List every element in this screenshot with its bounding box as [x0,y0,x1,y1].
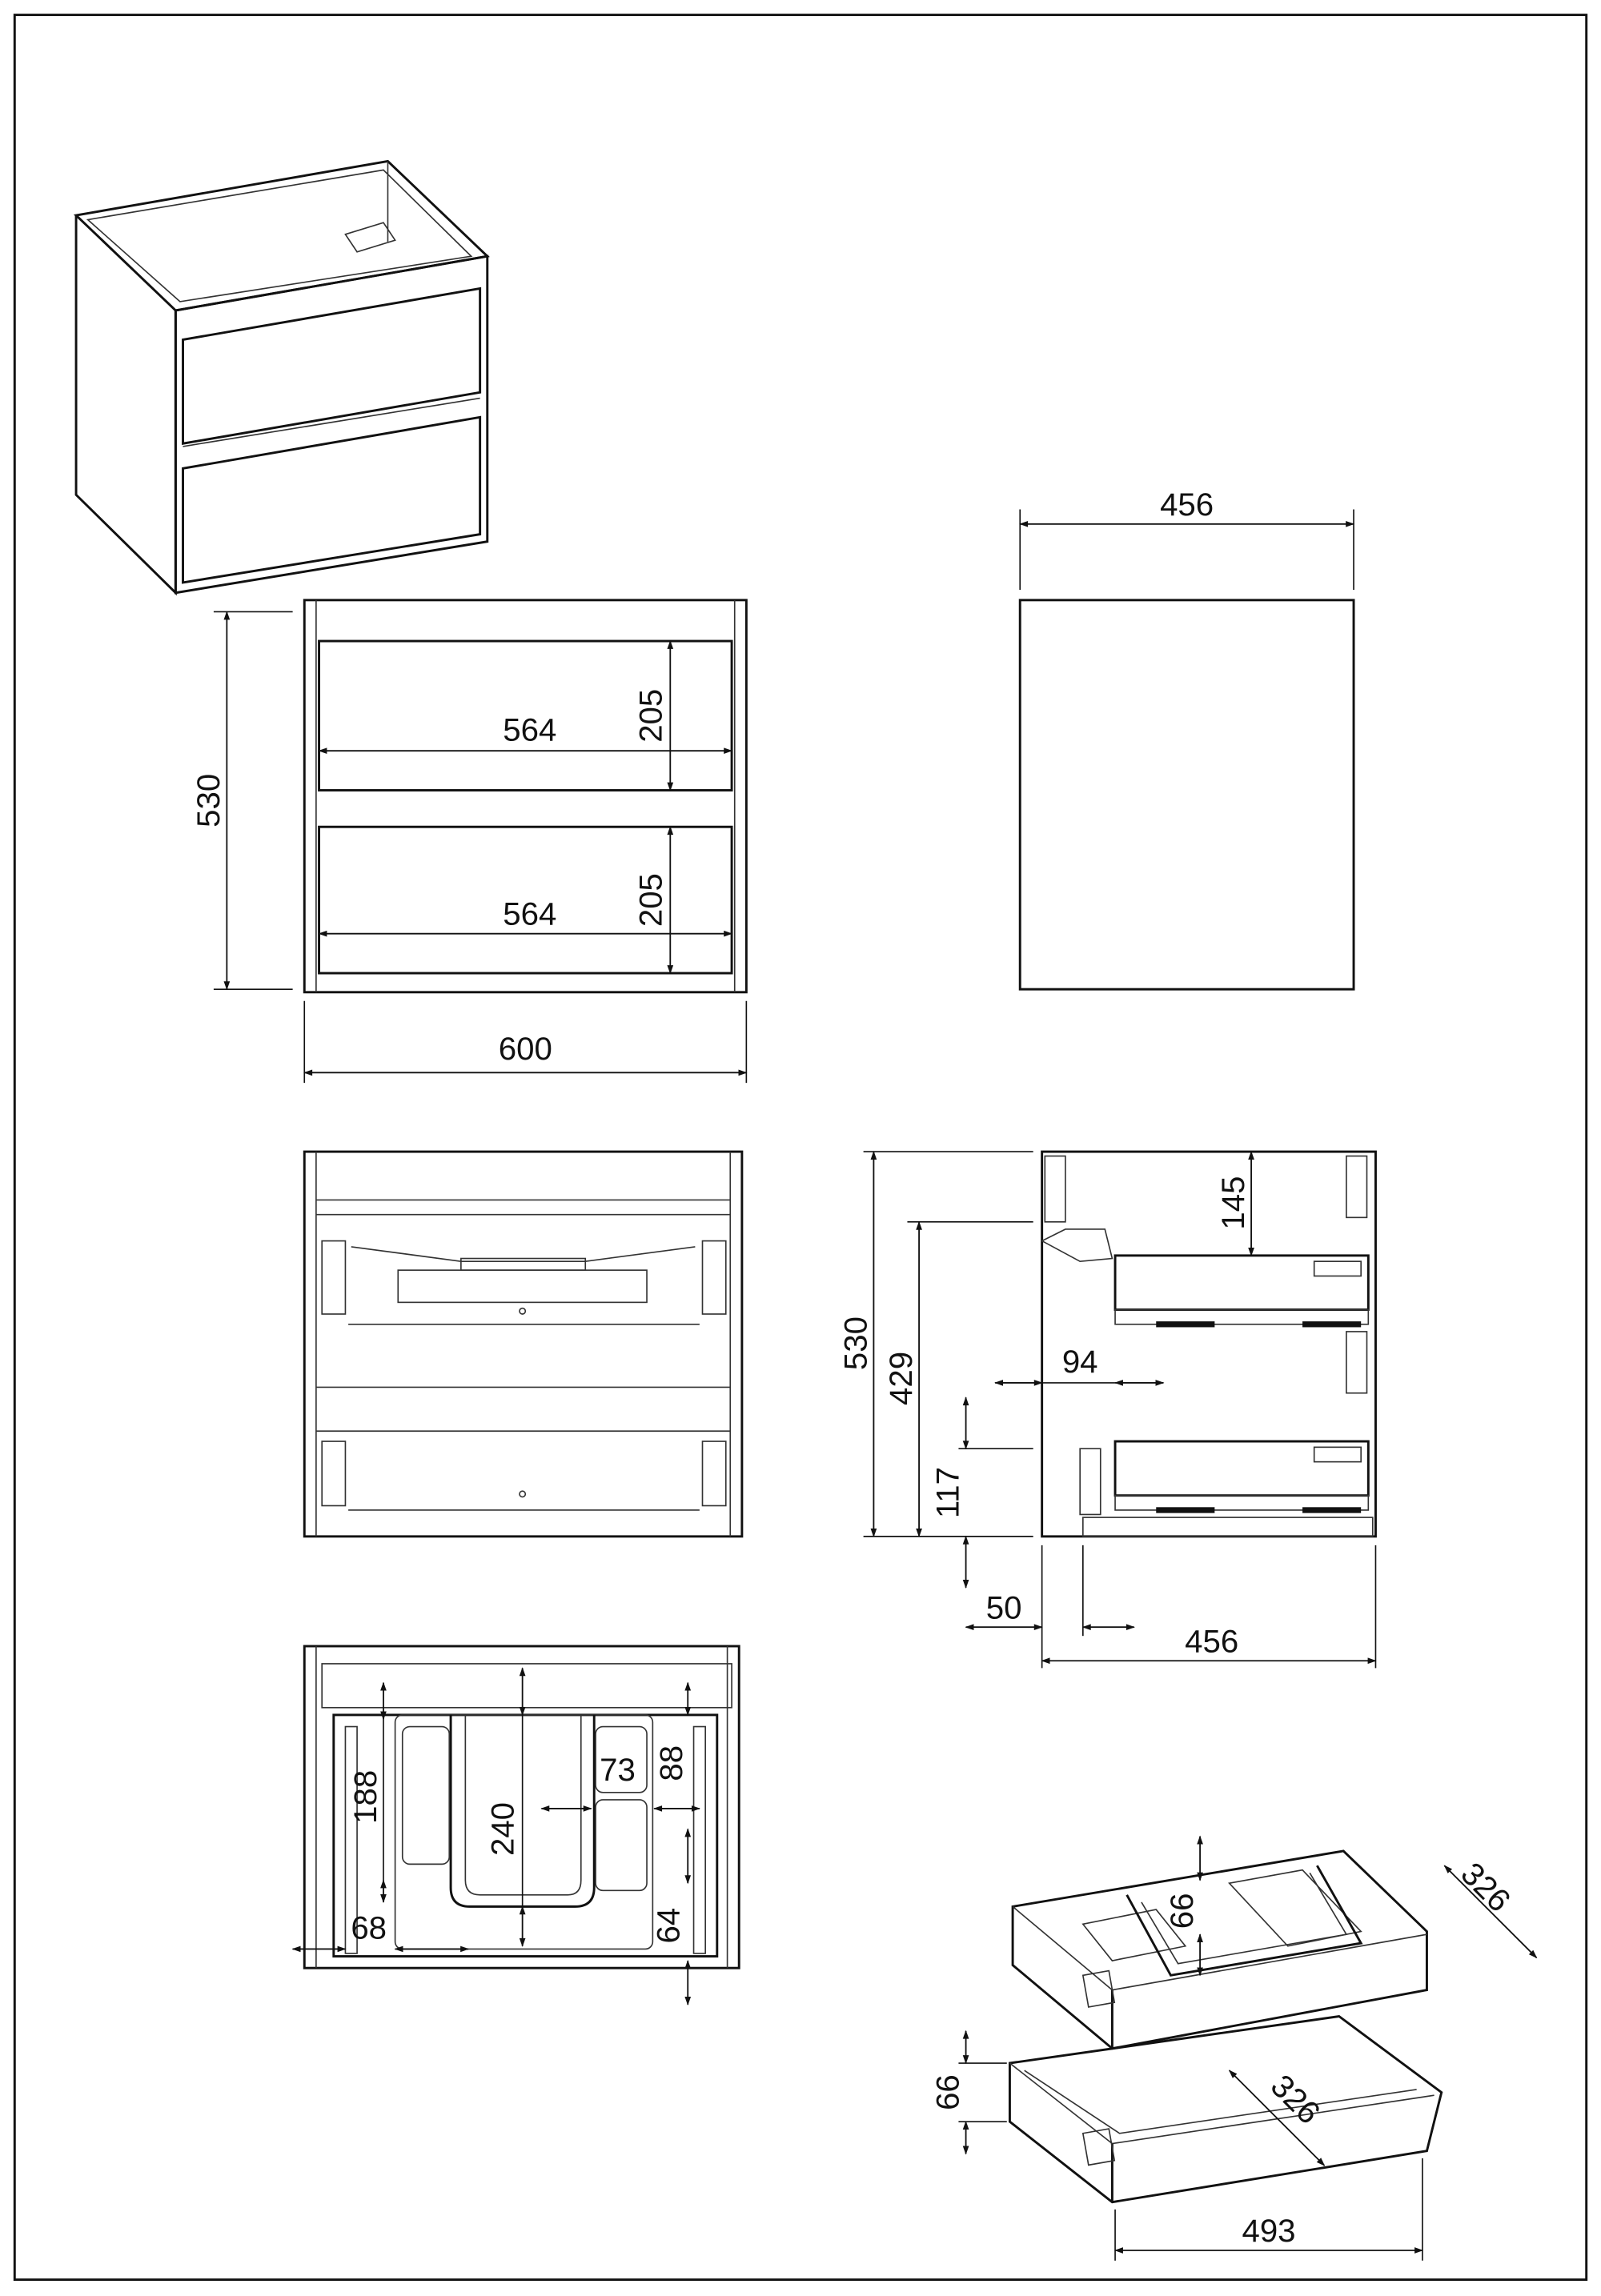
dim-front-drawer-height-top: 205 [632,689,668,743]
dim-top-cutout-depth: 240 [485,1802,521,1856]
dim-top-side-tray-depth: 88 [653,1745,689,1781]
dim-front-overall-width: 600 [499,1031,552,1067]
internal-front-view [303,1150,744,1538]
dim-top-back-gap: 64 [650,1908,686,1944]
dim-iso-upper-tray-depth: 326 [1454,1856,1517,1919]
dim-iso-lower-height: 66 [929,2074,965,2110]
dim-section-plinth-inset: 50 [986,1589,1022,1625]
dim-front-drawer-height-bottom: 205 [632,873,668,927]
isometric-drawers-view: 66 326 66 326 493 [929,1835,1538,2261]
dim-section-drawer-top-height: 429 [883,1352,919,1405]
top-view: 188 240 73 88 64 68 [291,1645,740,2005]
dim-iso-lower-width: 493 [1242,2213,1295,2249]
dim-section-depth: 456 [1185,1623,1238,1659]
front-view: 564 205 564 205 530 600 [191,599,748,1084]
dim-front-overall-height: 530 [191,774,227,827]
dim-side-depth: 456 [1160,487,1214,523]
side-view: 456 [1018,487,1355,991]
dim-top-tray-depth: 188 [347,1770,383,1824]
dim-section-top-gap: 145 [1215,1176,1251,1230]
section-view: 530 429 117 145 94 50 456 [837,1150,1377,1669]
dim-front-drawer-width-top: 564 [503,711,556,747]
dim-top-side-gap: 68 [351,1910,387,1946]
dim-iso-lower-depth: 326 [1264,2068,1327,2131]
isometric-cabinet-view [73,159,490,596]
dim-section-bottom-offset: 117 [929,1467,965,1518]
dim-iso-upper-cutout-height: 66 [1164,1893,1200,1929]
dim-top-cutout-offset: 73 [600,1752,636,1788]
dim-front-drawer-width-bottom: 564 [503,896,556,932]
dim-section-front-inset: 94 [1062,1344,1098,1380]
sheet-border [13,14,1588,2282]
dim-section-overall-height: 530 [837,1316,873,1370]
